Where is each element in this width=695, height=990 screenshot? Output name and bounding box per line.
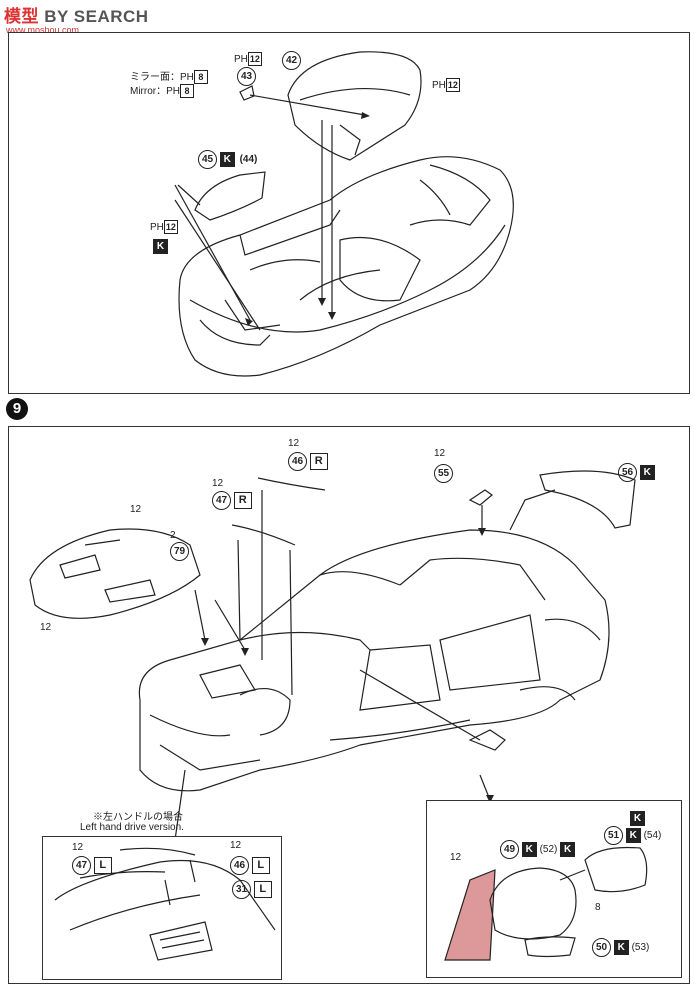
ph-text: PH <box>180 72 194 83</box>
label-ph12-hood: 12 <box>130 504 141 515</box>
ph-value: 12 <box>450 852 462 863</box>
label-ph12-46: 12 <box>288 438 299 449</box>
label-ph12-47: 12 <box>212 478 223 489</box>
paint-k-icon: K <box>560 842 576 857</box>
part-50-group: 50 K (53) <box>592 938 649 957</box>
part-47-number: 47 <box>72 856 91 875</box>
paint-k-icon: K <box>521 842 537 857</box>
part-43: 43 <box>237 66 256 86</box>
ph-value: 12 <box>130 504 142 515</box>
part-44-number: (44) <box>239 154 258 165</box>
ph-text: PH <box>150 222 164 233</box>
lhd-ph12-46: 12 <box>230 840 241 851</box>
part-51-number: 51 <box>604 826 623 845</box>
side-l-badge: L <box>93 857 112 874</box>
paint-k-icon-top: K <box>630 808 645 826</box>
part-49-number: 49 <box>500 840 519 859</box>
mirror-ph12: 12 <box>450 852 461 863</box>
part-54-number: (54) <box>643 830 662 841</box>
ph-text: PH <box>166 86 181 97</box>
part-42: 42 <box>282 50 301 70</box>
part-56-group: 56 K <box>618 463 655 482</box>
label-ph12-55: 12 <box>434 448 445 459</box>
part-49-group: 49 K (52) K <box>500 840 576 859</box>
paint-pk-icon: K <box>153 236 168 254</box>
part-45-group: 45 K (44) <box>198 150 259 169</box>
part-46-group: 46 R <box>288 452 328 471</box>
part-47-group: 47 R <box>212 491 252 510</box>
part-31-number: 31 <box>232 880 251 899</box>
ph-value: 12 <box>247 52 262 66</box>
step-number: 9 <box>6 398 28 420</box>
ph-text: PH <box>234 54 248 65</box>
ph-value: 12 <box>434 448 446 459</box>
label-ph12-hood-lower: 12 <box>40 622 51 633</box>
watermark-logo: 模型 BY SEARCH <box>4 2 149 27</box>
ph-value: 12 <box>288 438 300 449</box>
ph-value: 8 <box>595 902 601 913</box>
ph-value: 12 <box>445 78 460 92</box>
part-52-number: (52) <box>539 844 558 855</box>
side-r-badge: R <box>309 453 328 470</box>
lhd-note-en: Left hand drive version. <box>80 822 184 833</box>
ph-value: 8 <box>180 84 195 98</box>
mirror-face-en-text: Mirror： <box>130 86 167 97</box>
part-56-number: 56 <box>618 463 637 482</box>
ph-value: 12 <box>212 478 224 489</box>
part-51-group: 51 K (54) <box>604 826 661 845</box>
lhd-part-46-group: 46 L <box>230 856 270 875</box>
step-8-panel <box>8 32 690 394</box>
part-45-number: 45 <box>198 150 217 169</box>
side-r-badge: R <box>233 492 252 509</box>
ph-value: 2 <box>170 530 176 541</box>
watermark-brand-b: BY SEARCH <box>44 7 149 26</box>
paint-k-icon: K <box>613 940 629 955</box>
part-55: 55 <box>434 463 453 483</box>
paint-k-icon: K <box>639 465 655 480</box>
ph-value: 12 <box>230 840 242 851</box>
lhd-note-jp: ※左ハンドルの場合 <box>93 812 183 823</box>
lhd-part-47-group: 47 L <box>72 856 112 875</box>
part-46-number: 46 <box>230 856 249 875</box>
watermark-brand-a: 模型 <box>4 7 39 26</box>
part-55-number: 55 <box>434 464 453 483</box>
paint-k-icon: K <box>625 828 641 843</box>
part-43-number: 43 <box>237 67 256 86</box>
side-l-badge: L <box>253 881 272 898</box>
side-l-badge: L <box>251 857 270 874</box>
ph-value: 12 <box>163 220 178 234</box>
watermark-site: www.moshou.com <box>6 25 80 35</box>
part-50-number: 50 <box>592 938 611 957</box>
part-79: 79 <box>170 541 189 561</box>
label-ph2: 2 <box>170 530 176 541</box>
mirror-ph8: 8 <box>595 902 601 913</box>
ph-value: 12 <box>40 622 52 633</box>
part-53-number: (53) <box>631 942 650 953</box>
part-42-number: 42 <box>282 51 301 70</box>
lhd-ph12-47: 12 <box>72 842 83 853</box>
paint-k-icon: K <box>219 152 235 167</box>
ph-value: 12 <box>72 842 84 853</box>
mirror-face-jp-text: ミラー面： <box>130 72 180 83</box>
part-46-number: 46 <box>288 452 307 471</box>
ph-value: 8 <box>193 70 208 84</box>
ph-text: PH <box>432 80 446 91</box>
lhd-part-31-group: 31 L <box>232 880 272 899</box>
part-79-number: 79 <box>170 542 189 561</box>
part-47-number: 47 <box>212 491 231 510</box>
